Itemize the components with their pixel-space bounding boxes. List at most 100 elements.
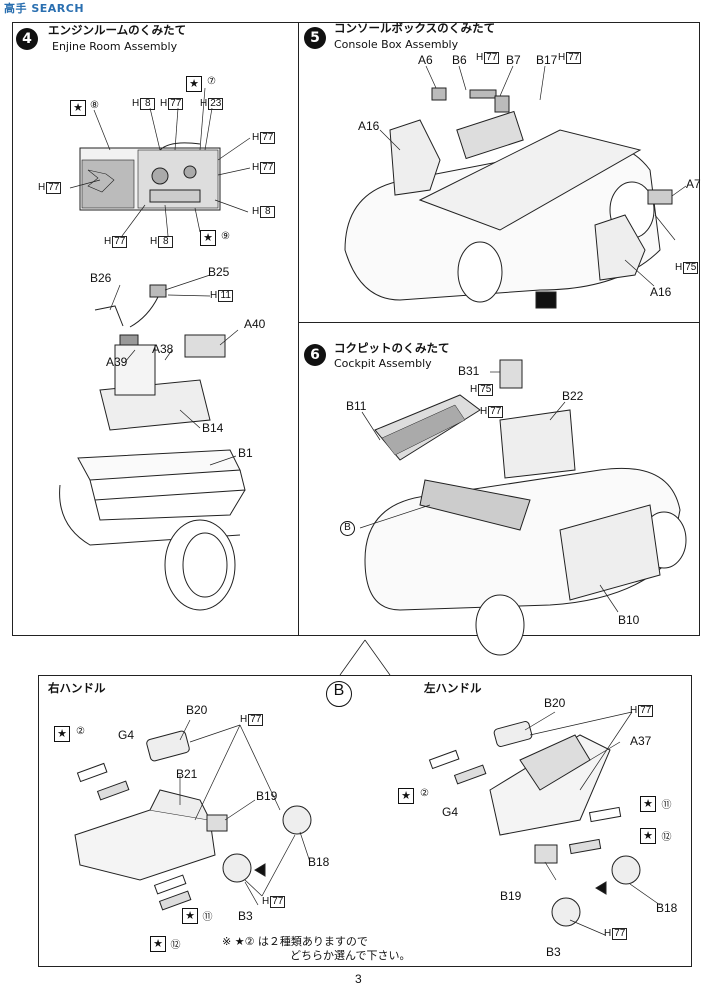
h-part-number: 11 — [218, 290, 234, 302]
choice-note-line2: どちらか選んで下さい。 — [290, 949, 411, 962]
h-part-number: 8 — [158, 236, 174, 248]
label-B11: B11 — [346, 399, 367, 413]
lhd-star2: ② — [420, 788, 429, 799]
engine-bay-chassis-drawing — [59, 284, 246, 611]
step5-title: コンソールボックスのくみたて — [334, 21, 496, 35]
subassembly-b-badge: B — [326, 681, 352, 707]
label-B14: B14 — [202, 421, 224, 435]
h-part-number: 8 — [260, 206, 276, 218]
label-A16-left: A16 — [358, 119, 380, 133]
label-B22: B22 — [562, 389, 584, 403]
rhd-star2: ② — [76, 726, 85, 737]
star-icon: ★ — [398, 788, 414, 804]
star-icon: ★ — [640, 796, 656, 812]
label-B31: B31 — [458, 364, 480, 378]
lhd-B18: B18 — [656, 901, 678, 915]
label-B10: B10 — [618, 613, 640, 627]
rhd-B20: B20 — [186, 703, 208, 717]
lhd-star12: ⑫ — [661, 832, 672, 843]
label-B6: B6 — [452, 53, 467, 67]
h-part-number: 77 — [638, 705, 654, 717]
cockpit-drawing — [364, 359, 687, 656]
h-part-number: 8 — [140, 98, 156, 110]
lhd-B20: B20 — [544, 696, 566, 710]
rhd-B18: B18 — [308, 855, 330, 869]
h-part-number: 77 — [488, 406, 504, 418]
lhd-G4: G4 — [442, 805, 459, 819]
star-icon: ★ — [182, 908, 198, 924]
h-part-number: 77 — [112, 236, 128, 248]
lhd-star11: ⑪ — [661, 800, 672, 811]
step4-subtitle: Enjine Room Assembly — [52, 40, 178, 53]
star-icon: ★ — [150, 936, 166, 952]
lhd-A37: A37 — [630, 734, 652, 748]
label-A6: A6 — [418, 53, 433, 67]
h-part-number: 75 — [683, 262, 699, 274]
label-A7: A7 — [686, 177, 701, 191]
rhd-star11: ⑪ — [202, 912, 213, 923]
left-hand-drive-drawing — [428, 721, 641, 927]
lhd-B19: B19 — [500, 889, 522, 903]
h-part-number: 77 — [566, 52, 582, 64]
step6-number: 6 — [304, 344, 326, 366]
step4-number: 4 — [16, 28, 38, 50]
rhd-star12: ⑫ — [170, 940, 181, 951]
step5-number: 5 — [304, 27, 326, 49]
console-body-drawing — [344, 87, 673, 303]
rhd-B19: B19 — [256, 789, 278, 803]
step5-subtitle: Console Box Assembly — [334, 38, 459, 51]
label-B17: B17 — [536, 53, 558, 67]
star-icon: ★ — [70, 100, 86, 116]
label-B25: B25 — [208, 265, 230, 279]
label-A40: A40 — [244, 317, 266, 331]
step5-logo-mark — [535, 291, 557, 309]
label-A39: A39 — [106, 355, 128, 369]
h-part-number: 75 — [478, 384, 494, 396]
right-hand-drive-title: 右ハンドル — [48, 681, 106, 695]
label-B7: B7 — [506, 53, 521, 67]
step6-title: コクピットのくみたて — [334, 341, 450, 355]
h-part-number: 77 — [248, 714, 264, 726]
watermark: 高手 SEARCH — [4, 2, 85, 15]
right-hand-drive-drawing — [74, 730, 312, 911]
h-part-number: 23 — [208, 98, 224, 110]
left-hand-drive-title: 左ハンドル — [424, 681, 482, 695]
step4-title: エンジンルームのくみたて — [48, 23, 187, 37]
label-B26: B26 — [90, 271, 112, 285]
step4-star9: ⑨ — [221, 231, 230, 242]
engine-room-drawing — [79, 142, 221, 211]
label-B1: B1 — [238, 446, 253, 460]
h-part-number: 77 — [260, 162, 276, 174]
rhd-G4: G4 — [118, 728, 135, 742]
h-part-number: 77 — [612, 928, 628, 940]
step4-star8: ⑧ — [90, 100, 99, 111]
step6-subtitle: Cockpit Assembly — [334, 357, 432, 370]
h-part-number: 77 — [260, 132, 276, 144]
rhd-B21: B21 — [176, 767, 198, 781]
star-icon: ★ — [640, 828, 656, 844]
step4-star7: ⑦ — [207, 76, 216, 87]
star-icon: ★ — [54, 726, 70, 742]
star-icon: ★ — [186, 76, 202, 92]
page-number: 3 — [355, 972, 362, 986]
h-part-number: 77 — [46, 182, 62, 194]
